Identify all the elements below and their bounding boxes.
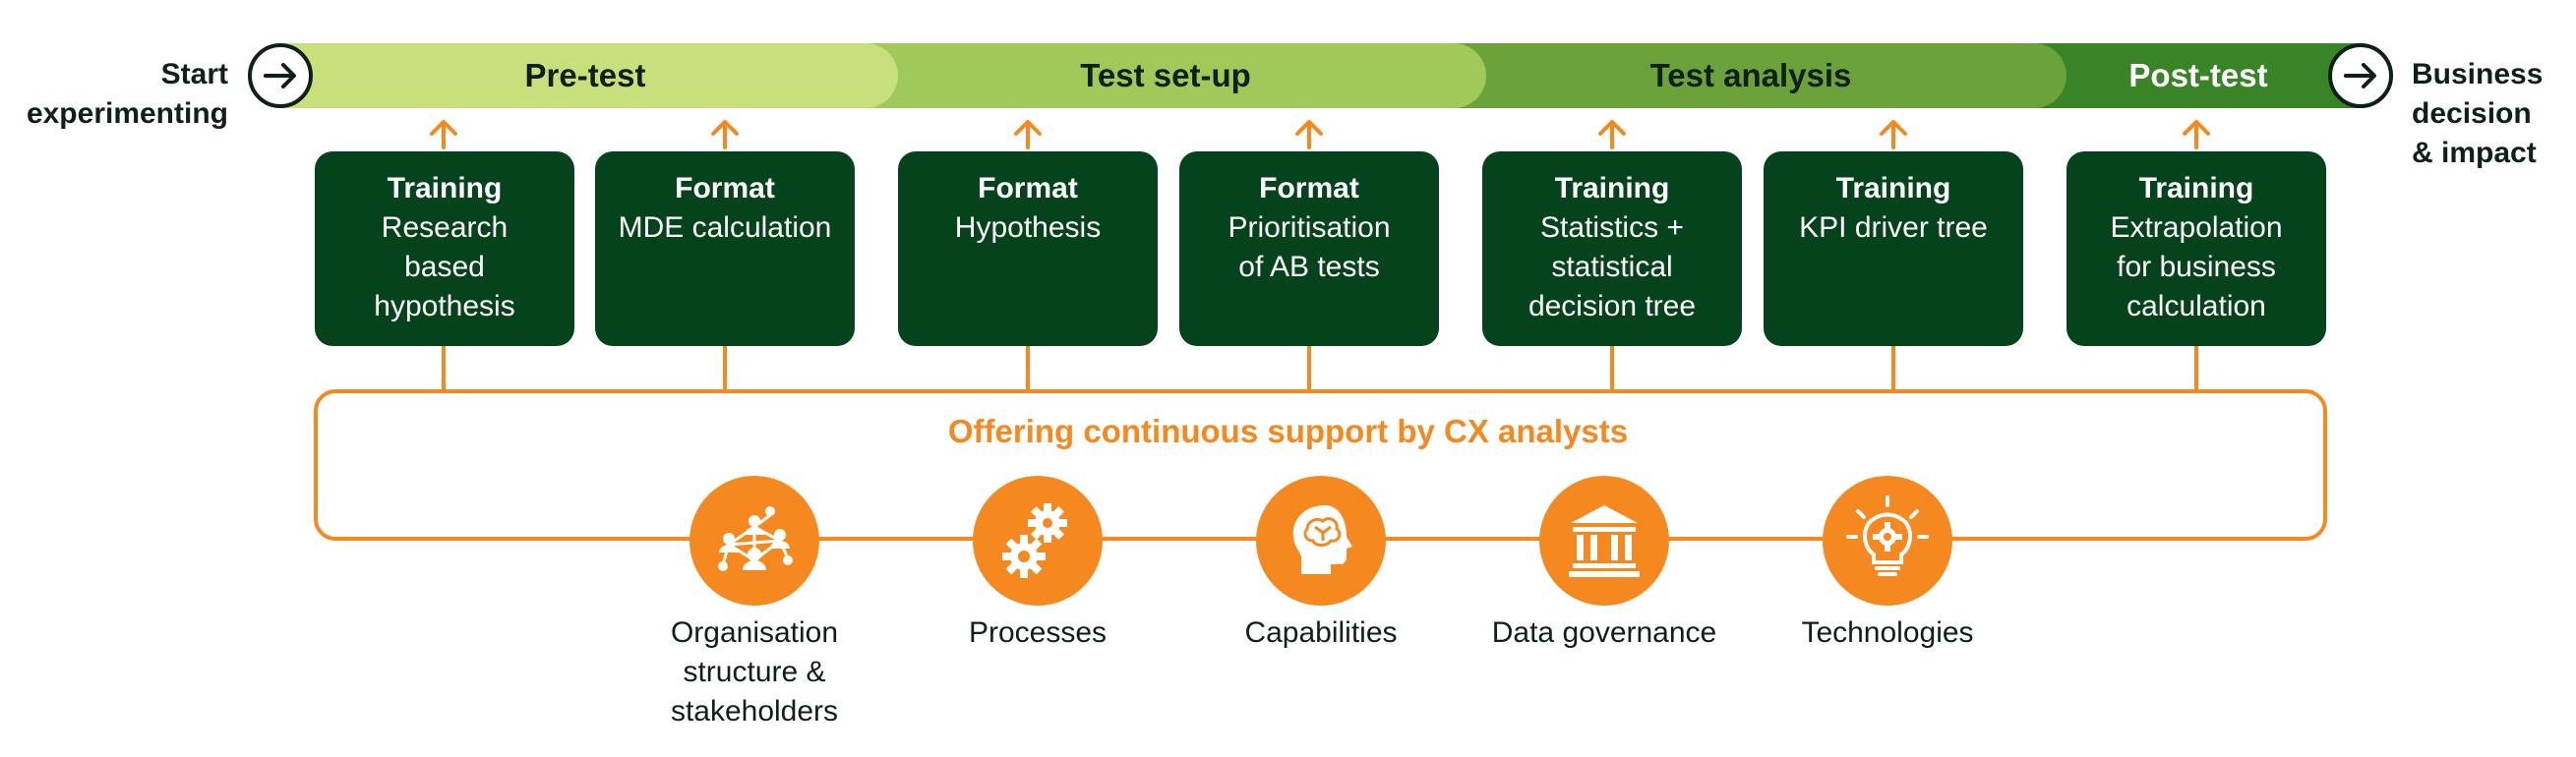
gears-icon [973, 476, 1103, 606]
pillar-label-capabilities: Capabilities [1244, 616, 1398, 649]
card-description: Hypothesis [954, 211, 1102, 244]
card-description: MDE calculation [618, 211, 832, 244]
arrow-up-card-5 [1598, 120, 1626, 149]
lightbulb-gear-icon [1823, 476, 1952, 606]
support-title: Offering continuous support by CX analys… [947, 413, 1629, 449]
pillar-label-organisation: Organisation structure & stakeholders [670, 616, 839, 728]
phase-label-test-analysis: Test analysis [1649, 57, 1852, 93]
card-title: Training [387, 172, 503, 204]
card-extrapolation-business: Training Extrapolation for business calc… [2067, 151, 2326, 346]
pillar-label-data-governance: Data governance [1491, 616, 1717, 649]
end-label: Business decision & impact [2412, 58, 2544, 169]
start-arrow-icon [248, 43, 313, 108]
card-hypothesis: Format Hypothesis [898, 151, 1158, 346]
card-title: Format [1259, 172, 1359, 204]
phase-segment-post-test [2026, 43, 2393, 108]
phase-segment-test-analysis [1436, 43, 2067, 108]
institution-icon [1539, 476, 1669, 606]
card-description: Prioritisation of AB tests [1228, 211, 1391, 283]
phase-label-test-setup: Test set-up [1080, 57, 1251, 93]
arrow-up-card-2 [711, 120, 739, 149]
card-prioritisation-ab-tests: Format Prioritisation of AB tests [1179, 151, 1439, 346]
card-statistics-decision-tree: Training Statistics + statistical decisi… [1482, 151, 1742, 346]
brain-head-icon [1256, 476, 1386, 606]
end-arrow-icon [2328, 43, 2393, 108]
card-title: Format [675, 172, 775, 204]
card-title: Training [1554, 172, 1670, 204]
card-description: KPI driver tree [1799, 211, 1988, 244]
card-research-based-hypothesis: Training Research based hypothesis [315, 151, 574, 346]
phase-label-post-test: Post-test [2128, 57, 2268, 93]
start-label: Start experimenting [26, 58, 228, 130]
card-title: Training [1835, 172, 1951, 204]
card-title: Format [978, 172, 1078, 204]
pillar-label-technologies: Technologies [1801, 616, 1974, 649]
arrow-up-card-7 [2183, 120, 2210, 149]
arrow-up-card-4 [1295, 120, 1323, 149]
card-kpi-driver-tree: Training KPI driver tree [1764, 151, 2023, 346]
card-description: Research based hypothesis [374, 211, 515, 322]
arrow-up-card-6 [1880, 120, 1907, 149]
card-title: Training [2138, 172, 2254, 204]
card-description: Statistics + statistical decision tree [1528, 211, 1697, 322]
phase-bar [248, 43, 2393, 108]
network-people-icon [689, 476, 819, 606]
pillar-label-processes: Processes [968, 616, 1108, 649]
arrow-up-card-3 [1014, 120, 1042, 149]
card-mde-calculation: Format MDE calculation [595, 151, 855, 346]
phase-label-pre-test: Pre-test [524, 57, 646, 93]
phase-segment-test-setup [856, 43, 1486, 108]
phase-segment-pre-test [280, 43, 898, 108]
card-description: Extrapolation for business calculation [2110, 211, 2283, 322]
arrow-up-card-1 [430, 120, 457, 149]
